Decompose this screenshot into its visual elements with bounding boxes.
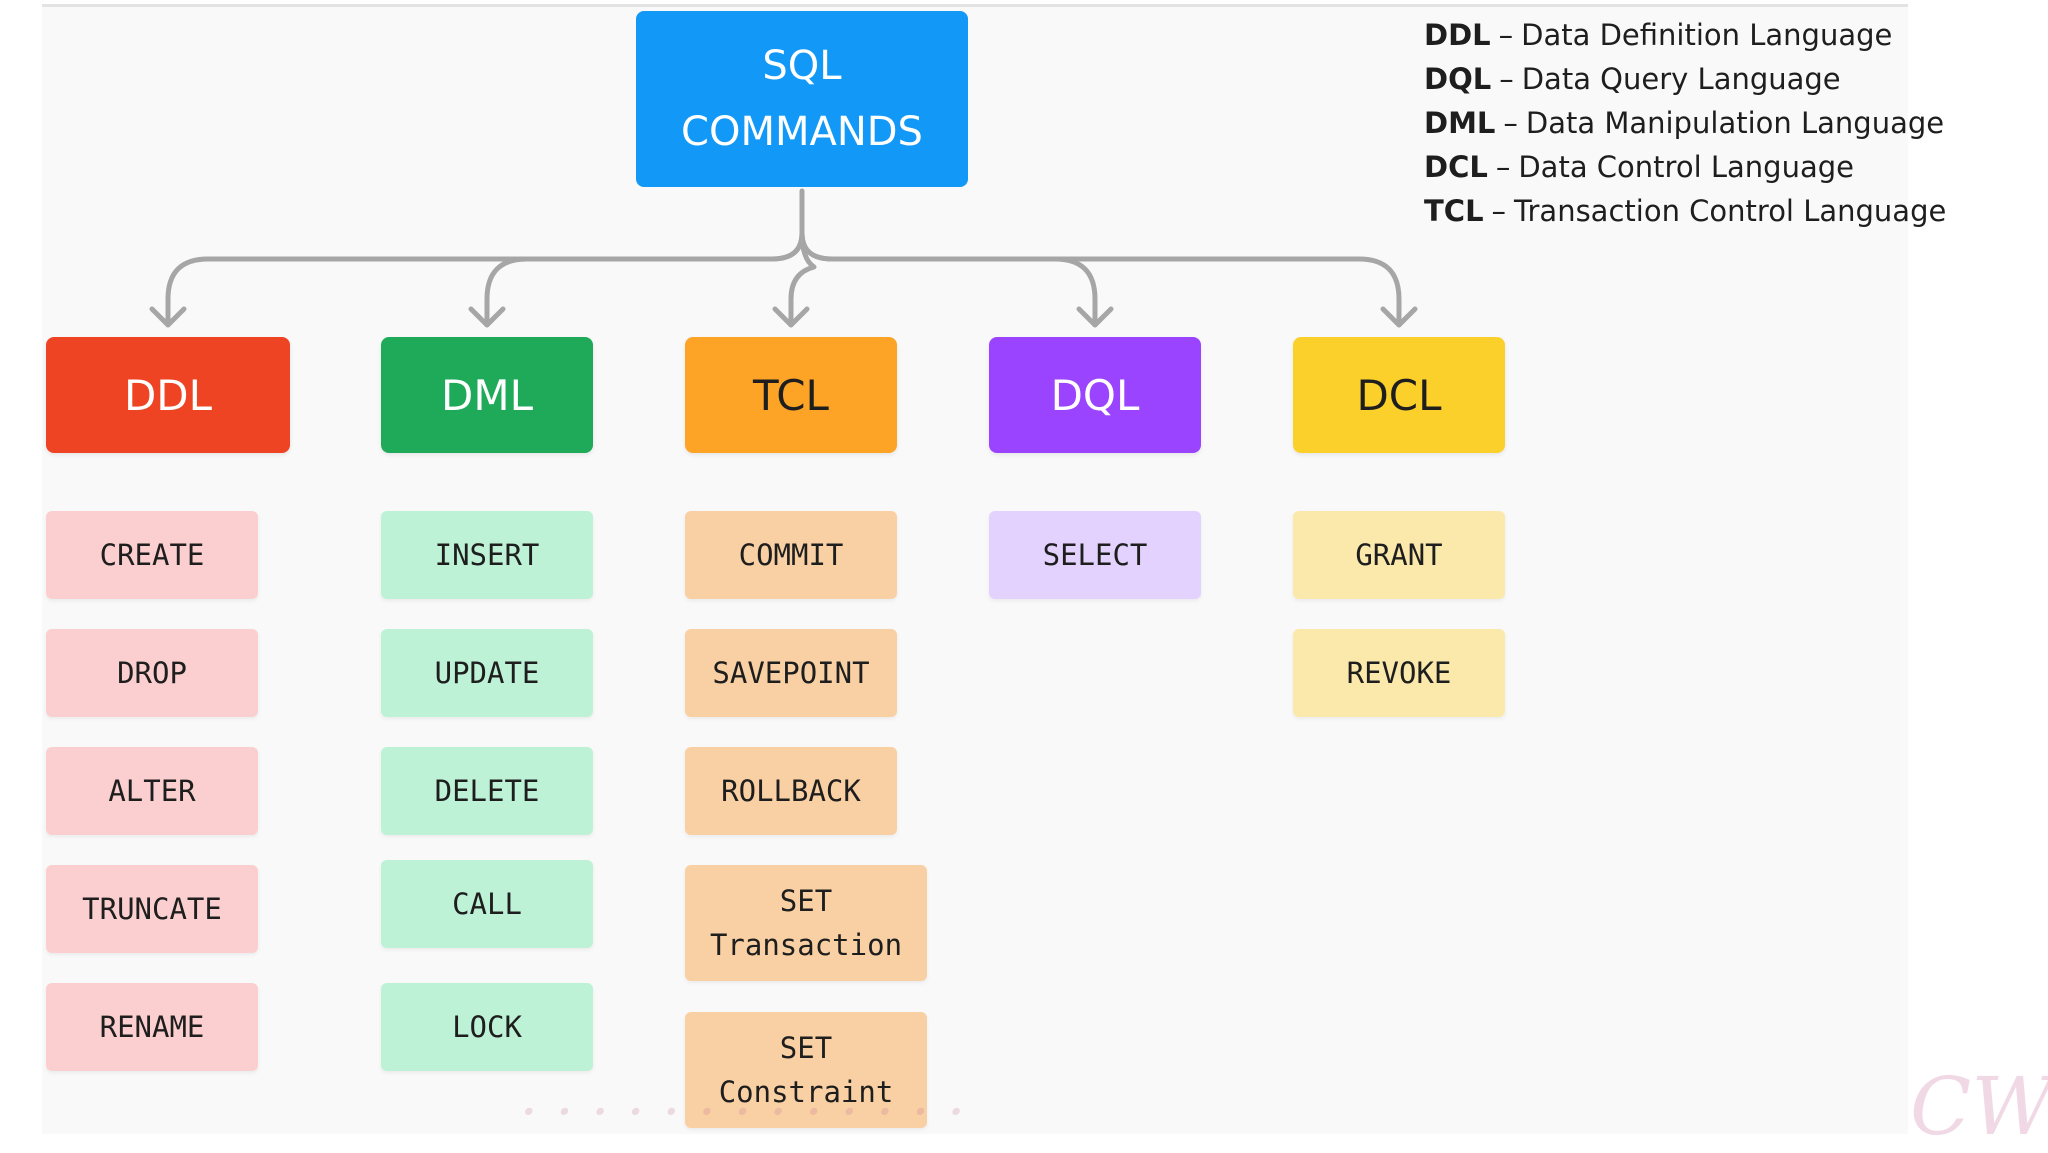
- category-tcl: TCL: [685, 337, 897, 453]
- command-tcl-2: ROLLBACK: [685, 747, 897, 835]
- command-label: LOCK: [452, 1010, 522, 1044]
- command-label: COMMIT: [738, 538, 844, 572]
- legend-abbr: DQL: [1424, 62, 1492, 96]
- watermark-text: · · · · · · · · · · · · ·: [520, 1080, 966, 1145]
- arrowhead-dml: [468, 306, 506, 328]
- legend-separator: –: [1499, 62, 1514, 96]
- command-dml-0: INSERT: [381, 511, 593, 599]
- legend-abbr: DCL: [1424, 150, 1488, 184]
- arrowhead-tcl: [772, 306, 810, 328]
- legend-text: Data Control Language: [1518, 150, 1854, 184]
- command-label: TRUNCATE: [82, 892, 222, 926]
- legend-row-tcl: TCL–Transaction Control Language: [1424, 189, 1947, 233]
- category-dml: DML: [381, 337, 593, 453]
- command-ddl-3: TRUNCATE: [46, 865, 258, 953]
- command-tcl-3: SET Transaction: [685, 865, 927, 981]
- command-label: Constraint: [718, 1075, 894, 1109]
- command-label: CALL: [452, 887, 522, 921]
- command-label: GRANT: [1355, 538, 1443, 572]
- command-label: ALTER: [108, 774, 196, 808]
- command-label: SET: [779, 884, 833, 918]
- legend-row-dcl: DCL–Data Control Language: [1424, 145, 1944, 189]
- command-ddl-0: CREATE: [46, 511, 258, 599]
- legend-row-dql: DQL–Data Query Language: [1424, 57, 1944, 101]
- connector-lines: [149, 188, 1418, 328]
- command-ddl-4: RENAME: [46, 983, 258, 1071]
- command-dml-3: CALL: [381, 860, 593, 948]
- command-tcl-1: SAVEPOINT: [685, 629, 897, 717]
- arrowhead-dql: [1076, 306, 1114, 328]
- command-ddl-2: ALTER: [46, 747, 258, 835]
- command-label: UPDATE: [434, 656, 540, 690]
- command-dml-2: DELETE: [381, 747, 593, 835]
- command-label: SET: [779, 1031, 833, 1065]
- arrowhead-ddl: [149, 306, 187, 328]
- legend-text: Data Definition Language: [1521, 18, 1893, 52]
- legend-separator: –: [1491, 194, 1507, 228]
- command-label: RENAME: [99, 1010, 205, 1044]
- arrowhead-dcl: [1380, 306, 1418, 328]
- root-title-line2: COMMANDS: [681, 109, 923, 155]
- legend-separator: –: [1503, 106, 1518, 140]
- command-label: DELETE: [434, 774, 540, 808]
- command-dql-0: SELECT: [989, 511, 1201, 599]
- legend-abbr: DML: [1424, 106, 1496, 140]
- command-label: SELECT: [1042, 538, 1148, 572]
- legend-text: Data Query Language: [1521, 62, 1841, 96]
- sql-commands-root: SQL COMMANDS: [636, 11, 968, 187]
- connector-dml: [484, 230, 805, 328]
- legend-text: Data Manipulation Language: [1525, 106, 1945, 140]
- diagram-canvas: SQL COMMANDS DDL CREATE DROP ALTER TRUNCATE R…: [42, 4, 1946, 1134]
- legend-separator: –: [1498, 18, 1514, 52]
- command-label: ROLLBACK: [721, 774, 861, 808]
- command-dcl-0: GRANT: [1293, 511, 1505, 599]
- command-tcl-4: SET Constraint: [685, 1012, 927, 1128]
- command-tcl-0: COMMIT: [685, 511, 897, 599]
- command-label: DROP: [117, 656, 187, 690]
- connector-dcl: [799, 230, 1402, 328]
- category-ddl: DDL: [46, 337, 290, 453]
- command-dcl-1: REVOKE: [1293, 629, 1505, 717]
- connector-dql: [799, 230, 1098, 328]
- command-label: INSERT: [434, 538, 540, 572]
- command-label: Transaction: [709, 928, 903, 962]
- legend-separator: –: [1495, 150, 1511, 184]
- legend-row-ddl: DDL–Data Definition Language: [1424, 13, 1944, 57]
- command-dml-4: LOCK: [381, 983, 593, 1071]
- watermark-logo: CW: [1910, 1060, 2048, 1153]
- legend-row-dml: DML–Data Manipulation Language: [1424, 101, 1944, 145]
- legend-text: Transaction Control Language: [1514, 194, 1947, 228]
- command-label: CREATE: [99, 538, 205, 572]
- legend-abbr: TCL: [1424, 194, 1484, 228]
- command-label: SAVEPOINT: [712, 656, 870, 690]
- command-ddl-1: DROP: [46, 629, 258, 717]
- category-dcl: DCL: [1293, 337, 1505, 453]
- root-title-line1: SQL: [762, 43, 842, 89]
- command-dml-1: UPDATE: [381, 629, 593, 717]
- category-dql: DQL: [989, 337, 1201, 453]
- legend-abbr: DDL: [1424, 18, 1491, 52]
- command-label: REVOKE: [1346, 656, 1452, 690]
